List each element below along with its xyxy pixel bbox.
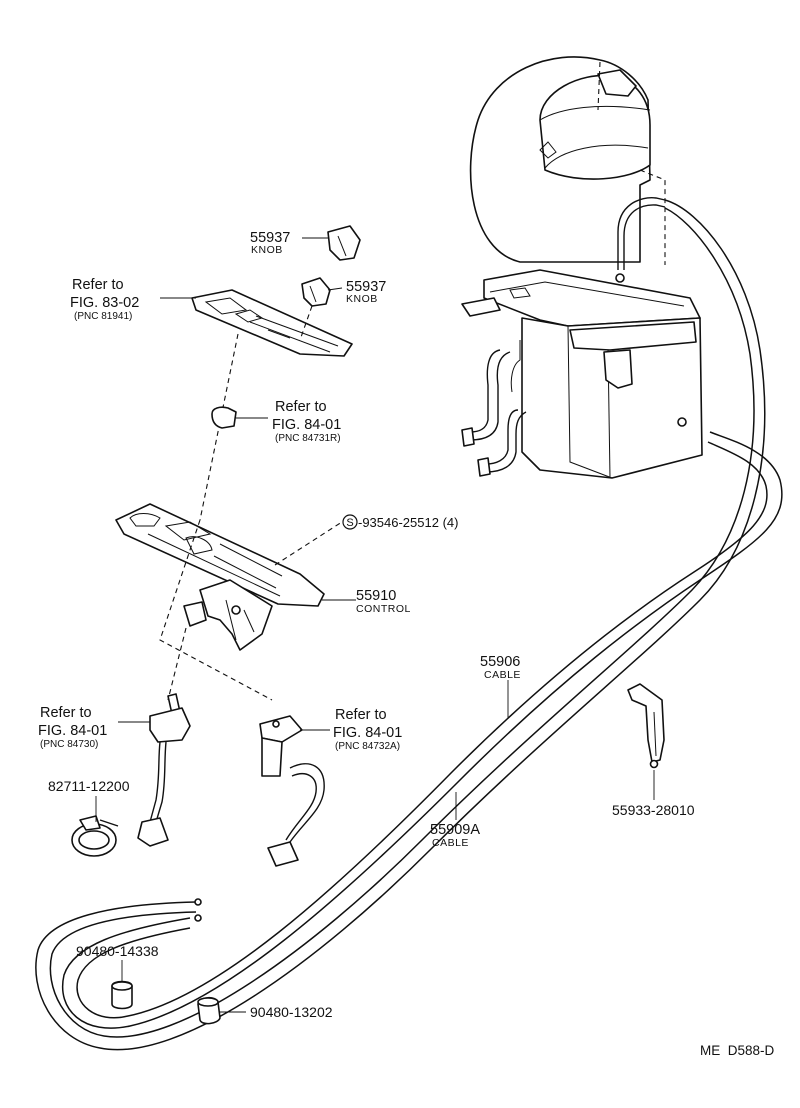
screw-number: -93546-25512 (4) [358,515,458,530]
screw-label: S -93546-25512 (4) [342,514,458,530]
diagram-code: ME D588-D [700,1043,775,1058]
switch-left-refer-label: Refer to [40,705,92,721]
cable-upper-name: CABLE [484,669,521,681]
knob-upper [327,225,361,261]
cable-lower-number: 55909A [430,822,480,838]
knob-pnc: (PNC 84731R) [275,433,341,444]
heater-control-assembly [115,503,325,651]
cable-55909A [35,199,766,1051]
cable-55906 [61,431,783,1029]
knob-upper-name: KNOB [251,244,283,256]
control-name: CONTROL [356,603,411,615]
grommet-right [197,996,221,1025]
bracket-number: 55933-28010 [612,802,695,818]
knob-lower-name: KNOB [346,293,378,305]
cable-lower-name: CABLE [432,837,469,849]
knob-ref-part [211,406,237,429]
control-panel-bezel [191,289,353,357]
control-number: 55910 [356,588,396,604]
blower-switch-left [137,693,191,847]
grommet-left [111,980,133,1010]
switch-left-fig-ref: FIG. 84-01 [38,723,107,739]
grommet-right-number: 90480-13202 [250,1004,333,1020]
knob-refer-label: Refer to [275,399,327,415]
knob-lower [301,277,331,307]
panel-refer-label: Refer to [72,277,124,293]
screw-symbol: S [346,517,353,529]
grommet-left-number: 90480-14338 [76,943,159,959]
blower-switch-right [259,715,325,867]
wire-clamp [71,815,119,857]
switch-left-pnc: (PNC 84730) [40,739,98,750]
panel-fig-ref: FIG. 83-02 [70,295,139,311]
cable-bracket [627,683,665,769]
clamp-number: 82711-12200 [48,778,130,794]
switch-right-fig-ref: FIG. 84-01 [333,725,402,741]
switch-right-refer-label: Refer to [335,707,387,723]
panel-pnc: (PNC 81941) [74,311,132,322]
heater-blower-assembly [461,56,703,479]
switch-right-pnc: (PNC 84732A) [335,741,400,752]
cable-upper-number: 55906 [480,654,520,670]
knob-fig-ref: FIG. 84-01 [272,417,341,433]
knob-lower-number: 55937 [346,279,386,295]
knob-upper-number: 55937 [250,230,290,246]
